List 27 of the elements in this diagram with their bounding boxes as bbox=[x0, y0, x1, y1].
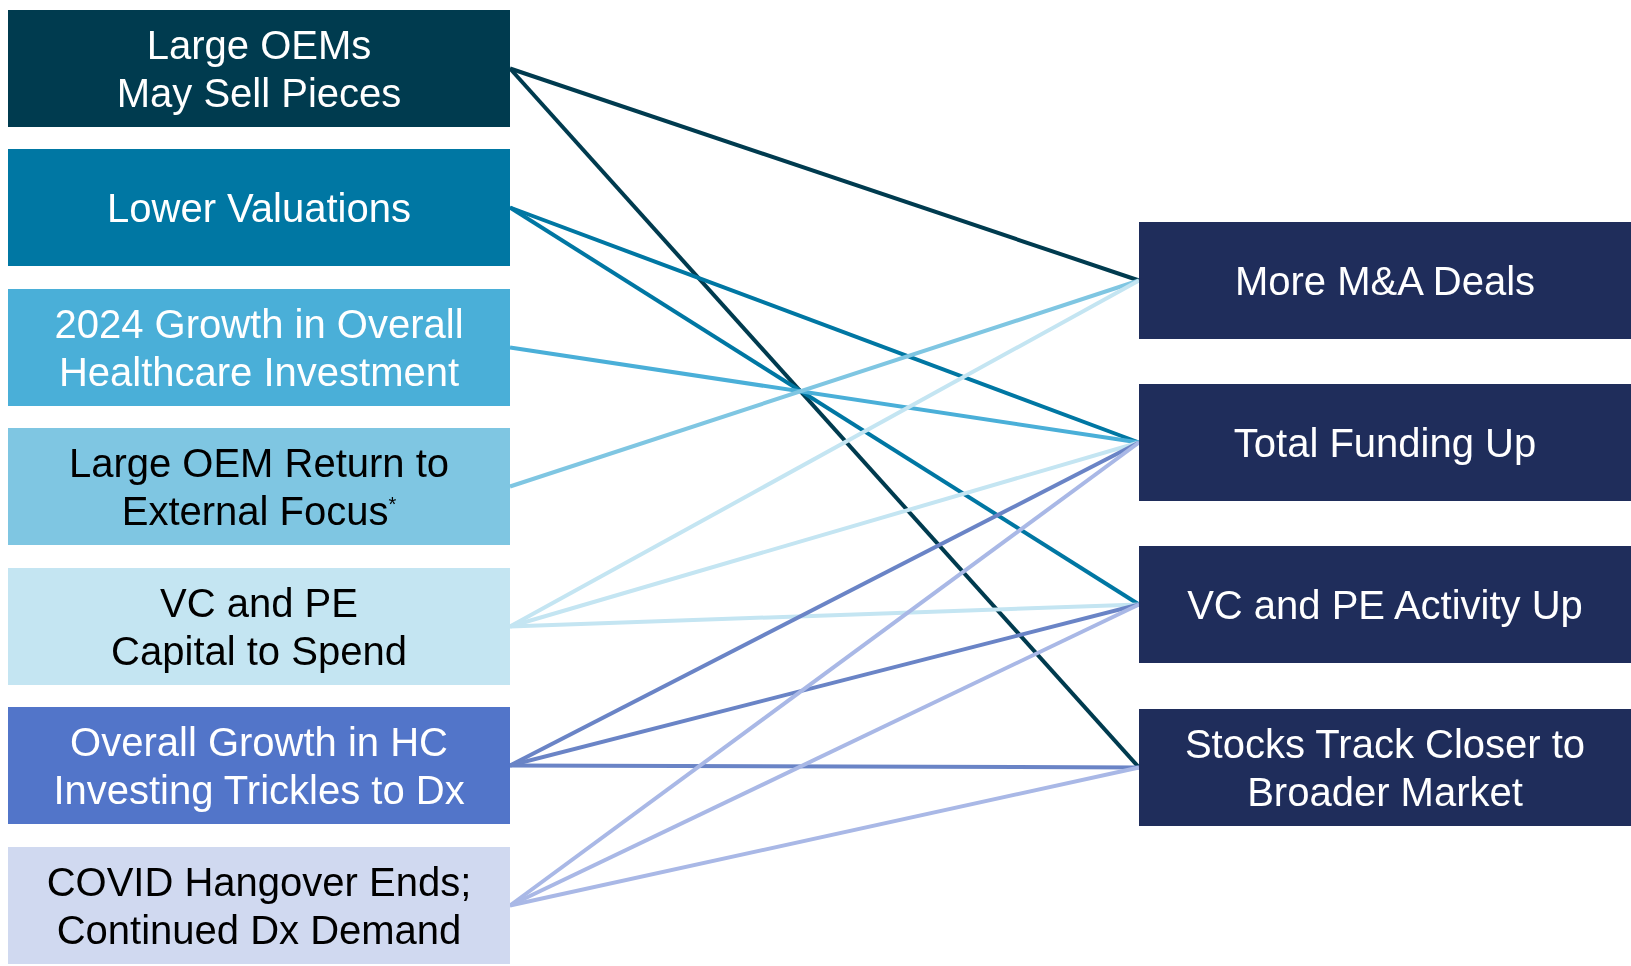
connector-line bbox=[509, 345, 1140, 445]
box-label: Total Funding Up bbox=[1233, 419, 1537, 467]
outcome-box bbox=[1139, 384, 1631, 501]
box-label: More M&A Deals bbox=[1234, 257, 1536, 305]
outcome-box bbox=[1139, 546, 1631, 663]
box-label: VC and PE Capital to Spend bbox=[110, 579, 408, 675]
connector-line bbox=[509, 66, 1140, 283]
box-label: Stocks Track Closer to Broader Market bbox=[1183, 720, 1587, 816]
box-label: Overall Growth in HC Investing Trickles to Dx bbox=[52, 718, 466, 814]
box-label: VC and PE Activity Up bbox=[1187, 581, 1583, 629]
connector-line bbox=[510, 763, 1139, 770]
factor-box bbox=[8, 149, 510, 266]
connector-line bbox=[509, 278, 1140, 489]
factor-box bbox=[8, 847, 510, 964]
box-label: COVID Hangover Ends; Continued Dx Demand bbox=[45, 858, 473, 954]
factor-box bbox=[8, 428, 510, 545]
box-label: Large OEMs May Sell Pieces bbox=[115, 21, 403, 117]
connector-line bbox=[509, 765, 1140, 908]
outcome-box bbox=[1139, 709, 1631, 826]
factor-box bbox=[8, 10, 510, 127]
factor-box bbox=[8, 568, 510, 685]
box-label: 2024 Growth in Overall Healthcare Investment bbox=[53, 300, 465, 396]
box-label: Lower Valuations bbox=[107, 184, 411, 232]
box-label: Large OEM Return to External Focus$^{*}$ bbox=[67, 439, 451, 535]
factor-box bbox=[8, 289, 510, 406]
outcome-box bbox=[1139, 222, 1631, 339]
factor-box bbox=[8, 707, 510, 824]
